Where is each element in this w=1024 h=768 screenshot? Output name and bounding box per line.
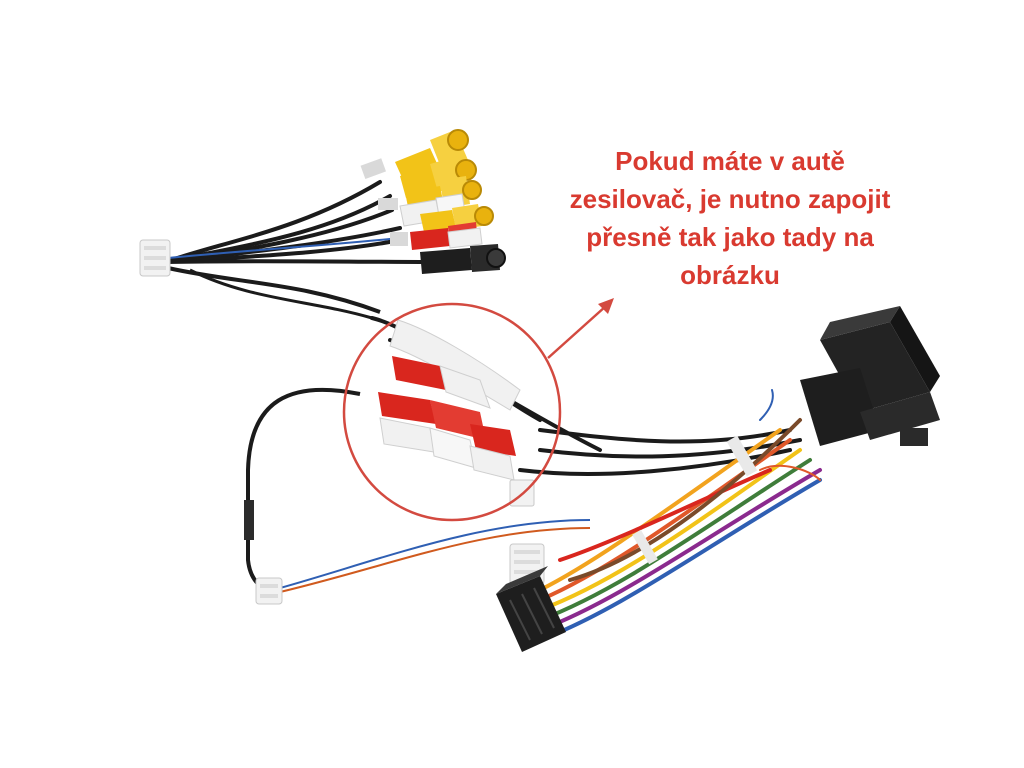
bottom-black-connector: [496, 566, 566, 652]
top-rca-wires: [163, 180, 432, 264]
white-connector-top-left: [139, 239, 171, 277]
annotation-text: Pokud máte v autě zesilovač, je nutno za…: [520, 142, 940, 294]
annotation-line-4: obrázku: [680, 260, 780, 290]
rca-plug-icon: [395, 129, 506, 274]
lower-harness-wires: [538, 389, 822, 642]
annotation-line-1: Pokud máte v autě: [615, 146, 845, 176]
white-connector-bottom-left: [255, 577, 283, 605]
highlight-circle: [342, 302, 562, 522]
arrow-icon: [547, 298, 614, 359]
annotation-line-2: zesilovač, je nutno zapojit: [569, 184, 891, 214]
annotation-line-3: přesně tak jako tady na: [586, 222, 874, 252]
rca-plug-icon: [378, 319, 535, 507]
iso-connector-icon: [800, 306, 940, 446]
